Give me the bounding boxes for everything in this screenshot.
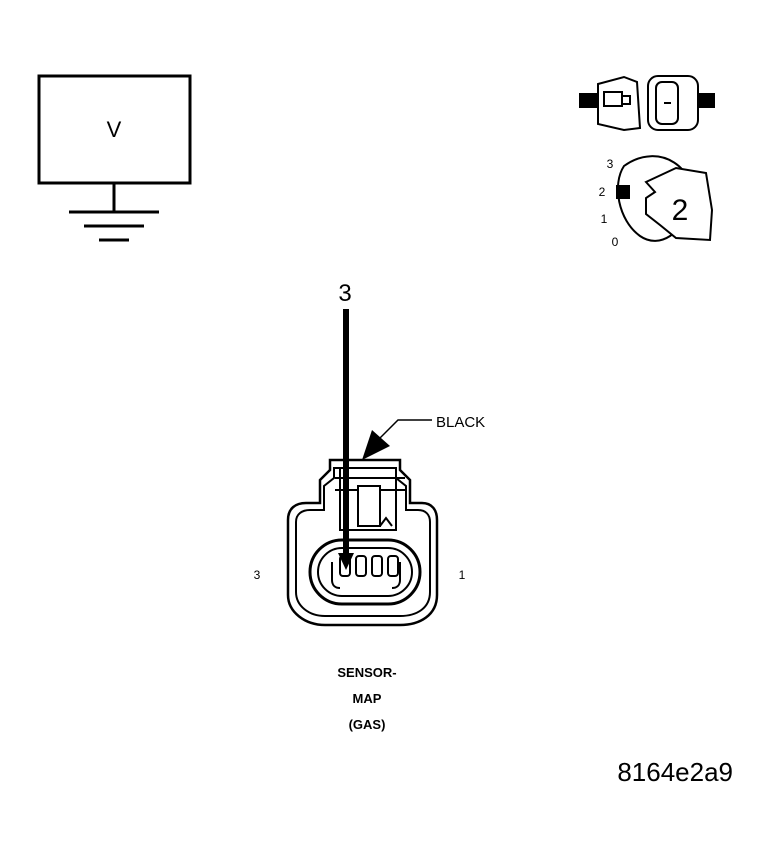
- color-callout: BLACK: [362, 414, 485, 460]
- voltmeter: V: [37, 74, 192, 242]
- connector-name-line-3: (GAS): [349, 717, 386, 732]
- connector-name-line-2: MAP: [353, 691, 382, 706]
- key-position-marker: [616, 185, 630, 199]
- voltmeter-box: [37, 74, 192, 185]
- connector-color-label: BLACK: [436, 414, 485, 431]
- probe-arrow: 3: [338, 280, 354, 570]
- key-selected-position: 2: [672, 194, 689, 227]
- disconnected-connector-icon: [579, 75, 715, 132]
- key-position-1: 1: [601, 212, 608, 226]
- connector-name: SENSOR- MAP (GAS): [337, 665, 396, 732]
- voltmeter-symbol: V: [107, 117, 122, 142]
- connector-name-line-1: SENSOR-: [337, 665, 396, 680]
- pin-label-left: 3: [254, 568, 261, 582]
- ignition-key-icon: 3 2 1 0 2: [599, 155, 714, 249]
- key-position-0: 0: [612, 235, 619, 249]
- pin-label-right: 1: [459, 568, 466, 582]
- figure-id: 8164e2a9: [617, 757, 733, 787]
- probe-pin-number: 3: [338, 280, 351, 307]
- key-position-2: 2: [599, 185, 606, 199]
- ground-icon: [69, 210, 159, 242]
- key-position-3: 3: [607, 157, 614, 171]
- connector-face: [286, 458, 439, 627]
